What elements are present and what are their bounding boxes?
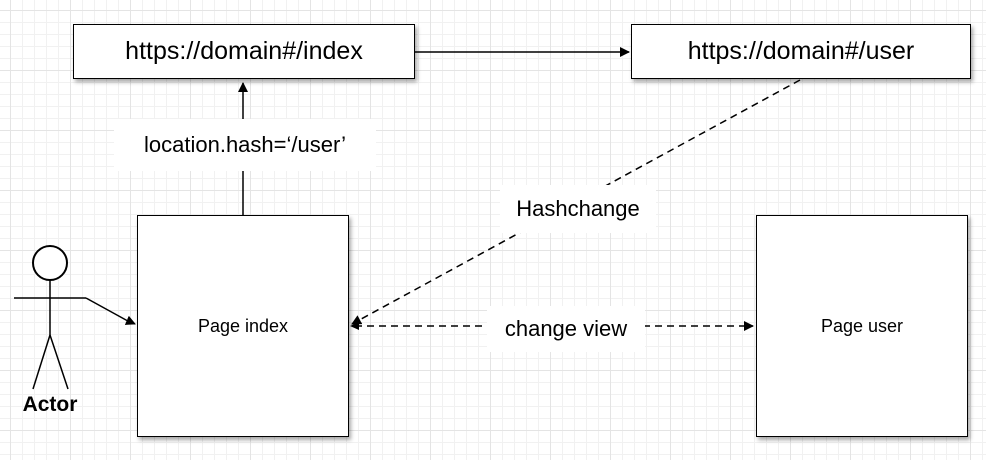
edge-label-change-view: change view [487, 306, 645, 352]
url-index-box: https://domain#/index [73, 24, 415, 79]
url-index-text: https://domain#/index [125, 37, 363, 65]
change-view-text: change view [504, 316, 628, 341]
location-hash-text: location.hash=‘/user’ [144, 132, 346, 157]
actor-head [32, 245, 68, 281]
hashchange-text: Hashchange [516, 196, 640, 221]
actor-leg-right [49, 334, 69, 390]
page-index-box: Page index [137, 215, 349, 437]
actor-label: Actor [22, 393, 78, 416]
url-user-text: https://domain#/user [687, 37, 915, 65]
page-user-text: Page user [820, 315, 904, 336]
edge-label-hashchange: Hashchange [500, 185, 656, 233]
edge-actor-to-page-index [85, 297, 136, 325]
page-user-box: Page user [756, 215, 968, 437]
page-index-text: Page index [197, 315, 289, 336]
actor-leg-left [32, 334, 51, 390]
edge-page-index-start-arrowhead [350, 322, 359, 330]
url-user-box: https://domain#/user [631, 24, 971, 79]
edge-label-location-hash: location.hash=‘/user’ [114, 119, 376, 171]
actor-figure [14, 245, 86, 390]
